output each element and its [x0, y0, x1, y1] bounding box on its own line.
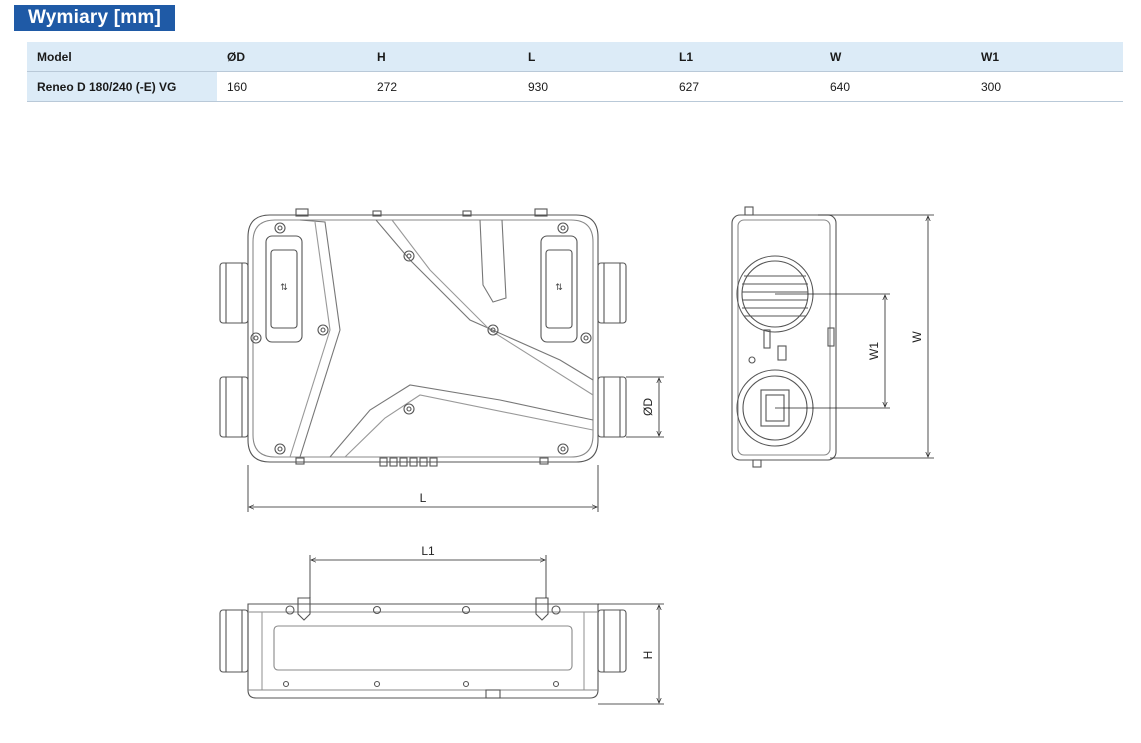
top-view: ⇅ ⇅: [219, 208, 627, 467]
label-w: W: [910, 331, 924, 343]
label-h: H: [641, 651, 655, 660]
label-l1: L1: [421, 544, 435, 558]
header-l: L: [518, 42, 669, 72]
dimension-w1: [775, 293, 890, 409]
top-view-screws: [250, 222, 592, 455]
dimension-d: [626, 376, 664, 438]
header-l1: L1: [669, 42, 820, 72]
table-row: Reneo D 180/240 (-E) VG 160 272 930 627 …: [27, 71, 1123, 102]
svg-text:⇅: ⇅: [280, 282, 288, 292]
cell-l: 930: [518, 71, 669, 102]
cell-model: Reneo D 180/240 (-E) VG: [27, 71, 217, 102]
cell-w: 640: [820, 71, 971, 102]
section-title: Wymiary [mm]: [14, 5, 175, 31]
dimension-l: [247, 465, 599, 512]
housing-outline: [247, 214, 599, 463]
side-view: [731, 206, 837, 468]
label-l: L: [420, 491, 427, 505]
bottom-connectors: [295, 457, 549, 467]
dimensions-table: Model ØD H L L1 W W1 Reneo D 180/240 (-E…: [27, 42, 1123, 102]
right-filter-cover: ⇅: [540, 235, 578, 343]
left-filter-cover: ⇅: [265, 235, 303, 343]
right-spigot-lower: [597, 376, 627, 438]
right-spigot-upper: [597, 262, 627, 324]
cell-l1: 627: [669, 71, 820, 102]
header-w: W: [820, 42, 971, 72]
label-d: ØD: [641, 398, 655, 416]
label-w1: W1: [867, 342, 881, 360]
dimension-w: [818, 214, 934, 459]
header-w1: W1: [971, 42, 1123, 72]
dimension-l1: [309, 555, 547, 598]
cell-h: 272: [367, 71, 518, 102]
left-spigot-upper: [219, 262, 249, 324]
left-spigot-lower: [219, 376, 249, 438]
header-d: ØD: [217, 42, 367, 72]
cell-w1: 300: [971, 71, 1123, 102]
front-view: [219, 597, 627, 699]
dimension-h: [598, 603, 664, 705]
header-h: H: [367, 42, 518, 72]
cell-d: 160: [217, 71, 367, 102]
header-model: Model: [27, 42, 217, 72]
svg-text:⇅: ⇅: [555, 282, 563, 292]
table-header-row: Model ØD H L L1 W W1: [27, 42, 1123, 72]
